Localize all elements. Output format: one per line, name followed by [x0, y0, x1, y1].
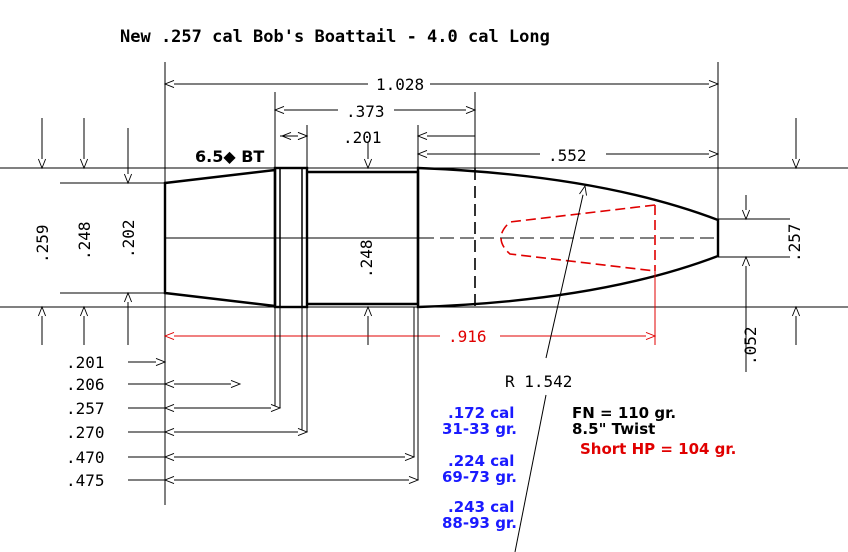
caliber-name: .224 cal	[448, 452, 514, 470]
dia-248-center-label: .248	[357, 239, 376, 278]
dim-hollow-point-length	[163, 271, 657, 345]
dim-overall-length	[163, 62, 720, 505]
caliber-weight: 88-93 gr.	[442, 514, 517, 532]
dim-band-length	[273, 92, 477, 168]
bullet-outline	[163, 166, 720, 309]
dim-right-diameters	[741, 118, 801, 372]
dim-band-inner	[280, 125, 475, 170]
dia-248-label: .248	[75, 221, 94, 260]
station-label: .475	[66, 471, 105, 490]
caliber-weight: 31-33 gr.	[442, 420, 517, 438]
dia-259-label: .259	[33, 224, 52, 263]
dim-left-diameters	[37, 118, 373, 345]
station-label: .201	[66, 353, 105, 372]
boattail-label: 6.5◆ BT	[195, 147, 264, 166]
meplat-label: .052	[741, 326, 760, 365]
ogive-radius-label: R 1.542	[505, 372, 572, 391]
fn-weight-note: FN = 110 gr.	[572, 404, 676, 422]
caliber-name: .172 cal	[448, 404, 514, 422]
caliber-name: .243 cal	[448, 498, 514, 516]
station-lines	[128, 307, 420, 485]
dia-257-label: .257	[785, 223, 804, 262]
hollow-point-cavity	[500, 204, 656, 272]
caliber-list: .172 cal 31-33 gr. .224 cal 69-73 gr. .2…	[442, 404, 517, 532]
station-label: .206	[66, 375, 105, 394]
twist-note: 8.5" Twist	[572, 420, 655, 438]
short-hp-note: Short HP = 104 gr.	[580, 440, 736, 458]
drawing-title: New .257 cal Bob's Boattail - 4.0 cal Lo…	[120, 27, 550, 47]
caliber-weight: 69-73 gr.	[442, 468, 517, 486]
station-labels: .201 .206 .257 .270 .470 .475	[66, 353, 105, 490]
station-label: .270	[66, 423, 105, 442]
station-label: .470	[66, 448, 105, 467]
ogive-radius-leader	[514, 184, 587, 552]
overall-length-label: 1.028	[376, 75, 424, 94]
band-length-label: .373	[346, 102, 385, 121]
ogive-length-label: .552	[548, 146, 587, 165]
station-label: .257	[66, 399, 105, 418]
band-inner-label: .201	[343, 128, 382, 147]
dia-202-label: .202	[119, 219, 138, 258]
hollow-point-length-label: .916	[448, 327, 487, 346]
